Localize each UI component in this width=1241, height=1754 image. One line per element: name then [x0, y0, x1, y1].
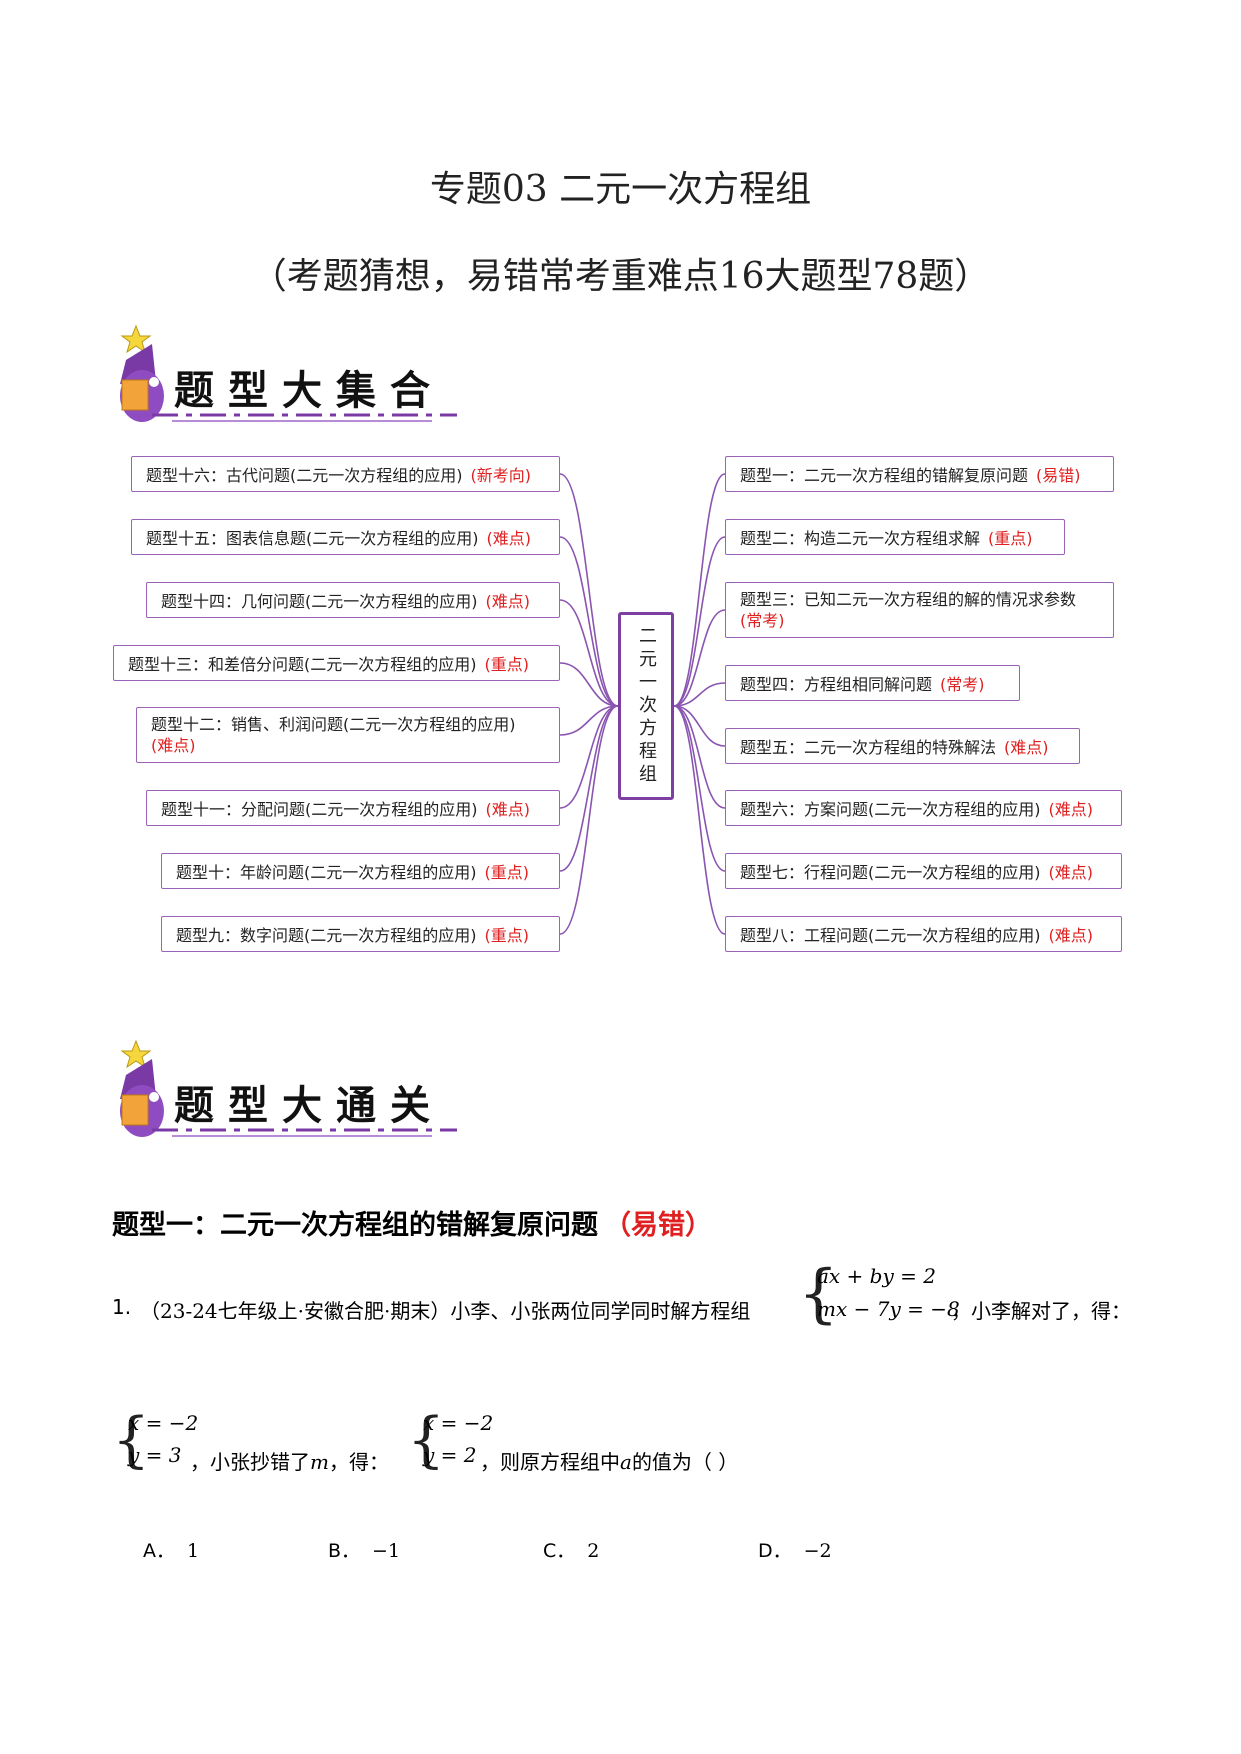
mindmap-node-right: 题型五：二元一次方程组的特殊解法(难点): [725, 728, 1080, 764]
option-b[interactable]: B．−1: [328, 1540, 401, 1562]
section-heading: 题型一：二元一次方程组的错解复原问题（易错）: [112, 1210, 712, 1241]
heading-tag: （易错）: [604, 1210, 712, 1241]
node-tag: (难点): [1004, 738, 1049, 757]
question-end-text: ，则原方程组中a的值为（ ）: [480, 1450, 739, 1474]
node-tag: (重点): [484, 926, 530, 945]
node-tag: (重点): [484, 655, 530, 674]
banner-title: 题型大集合: [174, 367, 444, 414]
connector-right: [673, 536, 726, 707]
question-mid-text: ，小张抄错了m，得：: [190, 1450, 389, 1474]
solution1-x: x = −2: [128, 1411, 199, 1435]
node-tag: (易错): [1036, 466, 1081, 485]
question-number: 1.: [112, 1295, 132, 1319]
question-source: （23-24七年级上·安徽合肥·期末）: [140, 1299, 451, 1323]
node-tag: (新考向): [470, 466, 532, 485]
mindmap-node-left: 题型十六：古代问题(二元一次方程组的应用)(新考向): [131, 456, 560, 492]
mindmap-node-right: 题型一：二元一次方程组的错解复原问题(易错): [725, 456, 1114, 492]
connector-left: [559, 705, 619, 736]
mindmap-node-right: 题型七：行程问题(二元一次方程组的应用)(难点): [725, 853, 1122, 889]
banner-title: 题型大通关: [174, 1082, 444, 1129]
mindmap-node-left: 题型十：年龄问题(二元一次方程组的应用)(重点): [161, 853, 560, 889]
connector-left: [559, 599, 619, 707]
connector-left: [559, 705, 619, 809]
question-line-1: 1.: [112, 1295, 131, 1319]
section-banner-practice: 题型大通关: [112, 1037, 462, 1142]
node-tag: (难点): [1048, 800, 1094, 819]
wizard-mascot-icon: [120, 1039, 457, 1137]
variable-a: a: [620, 1450, 632, 1474]
node-tag: (常考): [940, 675, 985, 694]
option-c[interactable]: C．2: [543, 1540, 600, 1562]
node-tag: (重点): [988, 529, 1033, 548]
connector-right: [673, 473, 726, 707]
connector-left: [559, 705, 619, 872]
equation-2: mx − 7y = −8: [817, 1297, 960, 1321]
node-tag: (常考): [740, 611, 785, 630]
solution-brace: {: [407, 1405, 446, 1475]
option-d[interactable]: D．−2: [758, 1540, 832, 1562]
mindmap-center-label: 二元一次方程组: [636, 625, 657, 787]
connector-right: [673, 705, 726, 935]
connector-left: [559, 662, 619, 707]
node-tag: (难点): [151, 736, 196, 755]
connector-left: [559, 473, 619, 707]
connector-left: [559, 705, 619, 935]
mindmap-node-left: 题型十四：几何问题(二元一次方程组的应用)(难点): [146, 582, 560, 618]
connector-right: [673, 705, 726, 809]
mindmap-node-left: 题型十三：和差倍分问题(二元一次方程组的应用)(重点): [113, 645, 560, 681]
node-tag: (难点): [1048, 863, 1094, 882]
wizard-mascot-icon: [120, 324, 457, 422]
mindmap-node-left: 题型十五：图表信息题(二元一次方程组的应用)(难点): [131, 519, 560, 555]
node-tag: (难点): [1048, 926, 1094, 945]
node-tag: (难点): [485, 592, 531, 611]
mindmap-node-left: 题型十二：销售、利润问题(二元一次方程组的应用)(难点): [136, 707, 560, 763]
connector-right: [673, 682, 726, 707]
connector-left: [559, 536, 619, 707]
document-subtitle: （考题猜想，易错常考重难点16大题型78题）: [250, 256, 991, 297]
mindmap-connectors: [559, 473, 726, 935]
node-tag: (重点): [484, 863, 530, 882]
connector-right: [673, 705, 726, 872]
mindmap-node-right: 题型二：构造二元一次方程组求解(重点): [725, 519, 1065, 555]
mindmap-center-node: 二元一次方程组: [618, 612, 674, 800]
mindmap-node-right: 题型六：方案问题(二元一次方程组的应用)(难点): [725, 790, 1122, 826]
solution1-y: y = 3: [128, 1443, 182, 1467]
connector-right: [673, 609, 726, 707]
connector-right: [673, 705, 726, 747]
equation-1: ax + by = 2: [817, 1264, 936, 1288]
variable-m: m: [310, 1450, 329, 1474]
mindmap-node-left: 题型十一：分配问题(二元一次方程组的应用)(难点): [146, 790, 560, 826]
mindmap-node-right: 题型四：方程组相同解问题(常考): [725, 665, 1020, 701]
node-tag: (难点): [485, 800, 531, 819]
question-text: （23-24七年级上·安徽合肥·期末）小李、小张两位同学同时解方程组: [140, 1299, 751, 1323]
solution2-y: y = 2: [423, 1443, 477, 1467]
solution-brace: {: [112, 1405, 151, 1475]
mindmap-node-right: 题型八：工程问题(二元一次方程组的应用)(难点): [725, 916, 1122, 952]
node-tag: (难点): [486, 529, 532, 548]
system-brace: {: [798, 1257, 839, 1331]
section-banner-collection: 题型大集合: [112, 322, 462, 427]
question-text-after: ，小李解对了，得：: [951, 1299, 1131, 1323]
mindmap-node-right: 题型三：已知二元一次方程组的解的情况求参数(常考): [725, 582, 1114, 638]
mindmap-node-left: 题型九：数字问题(二元一次方程组的应用)(重点): [161, 916, 560, 952]
solution2-x: x = −2: [423, 1411, 494, 1435]
document-title: 专题03 二元一次方程组: [429, 169, 812, 210]
option-a[interactable]: A．1: [143, 1540, 200, 1562]
